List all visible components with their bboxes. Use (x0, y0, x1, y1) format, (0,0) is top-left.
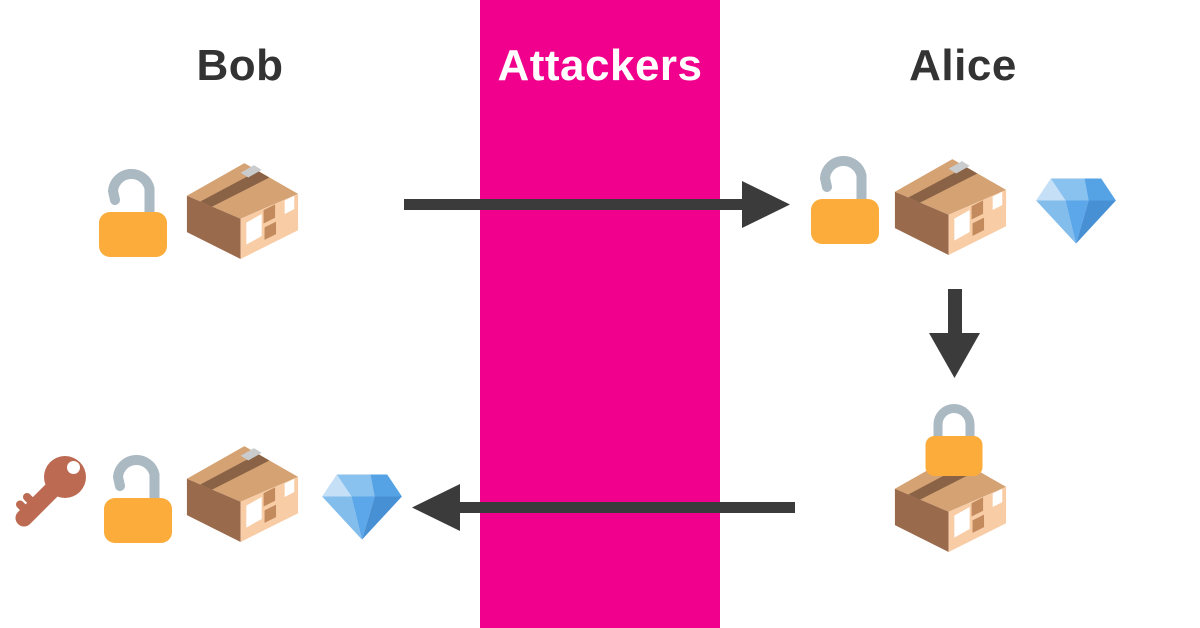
arrow-right-icon (404, 181, 790, 228)
gem-icon (320, 469, 404, 543)
actor-label-bob: Bob (196, 41, 284, 90)
package-icon (893, 159, 1008, 259)
arrow-left-icon (412, 484, 795, 531)
open-lock-icon (810, 153, 880, 245)
attackers-band (480, 0, 720, 628)
open-lock-icon (103, 452, 173, 544)
arrow-down-icon (929, 289, 980, 378)
actor-label-alice: Alice (909, 41, 1017, 90)
package-icon (185, 163, 300, 263)
key-icon (10, 450, 90, 535)
gem-icon (1034, 173, 1118, 247)
attackers-label: Attackers (497, 41, 703, 90)
package-icon (185, 446, 300, 546)
closed-lock-icon (925, 404, 983, 477)
open-lock-icon (98, 166, 168, 258)
